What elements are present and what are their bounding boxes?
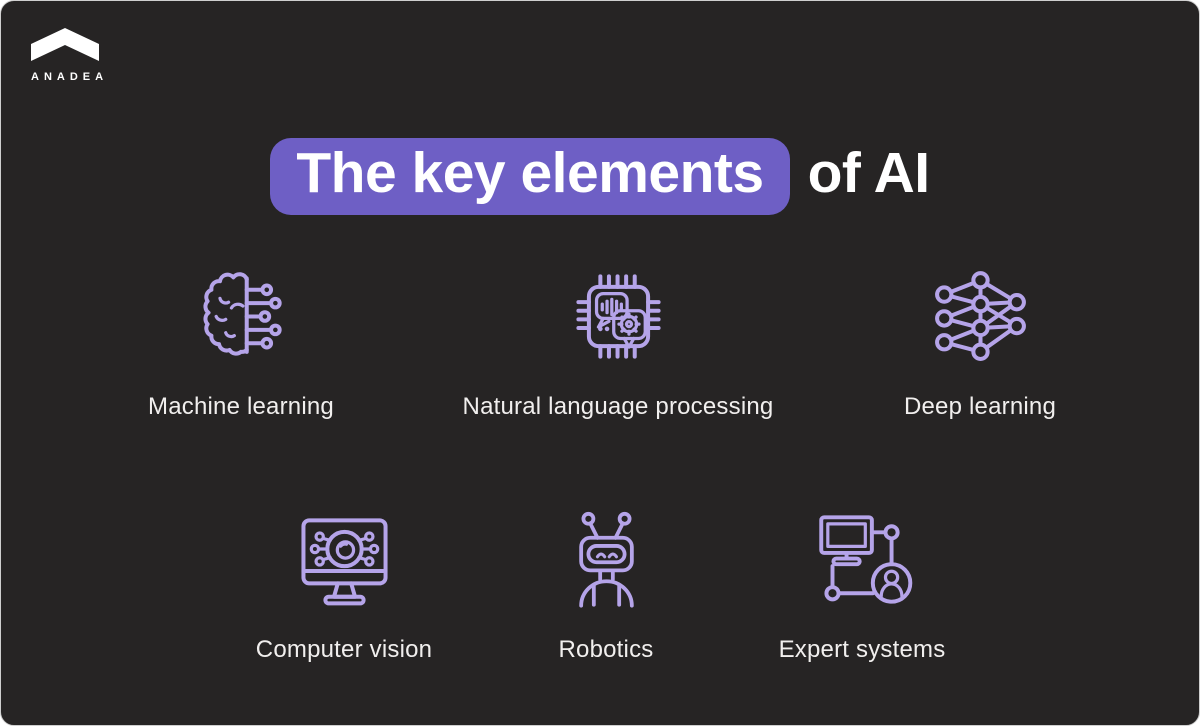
item-label: Machine learning <box>148 393 334 420</box>
monitor-eye-icon <box>292 507 397 612</box>
item-label: Computer vision <box>255 636 433 663</box>
item-label: Deep learning <box>903 393 1057 420</box>
item-label: Natural language processing <box>462 393 774 420</box>
robot-icon <box>559 507 654 612</box>
item-label: Expert systems <box>778 636 946 663</box>
item-robotics: Robotics <box>456 507 756 664</box>
title-highlighted-text: The key elements <box>270 138 790 215</box>
brand-name: ANADEA <box>31 71 109 83</box>
item-computer-vision: Computer vision <box>194 507 494 664</box>
item-machine-learning: Machine learning <box>91 264 391 421</box>
brand-logo: ANADEA <box>31 28 111 83</box>
item-deep-learning: Deep learning <box>830 264 1130 421</box>
neural-network-icon <box>928 264 1033 369</box>
item-expert-systems: Expert systems <box>712 507 1012 664</box>
anadea-chevron-logo-icon <box>31 28 111 62</box>
page-title: The key elements of AI <box>1 138 1199 215</box>
item-natural-language-processing: Natural language processing <box>463 264 773 421</box>
computer-user-network-icon <box>810 507 915 612</box>
brain-circuit-icon <box>191 264 291 369</box>
chip-speech-gear-icon <box>566 264 671 369</box>
title-rest-text: of AI <box>807 141 931 205</box>
item-label: Robotics <box>558 636 654 663</box>
